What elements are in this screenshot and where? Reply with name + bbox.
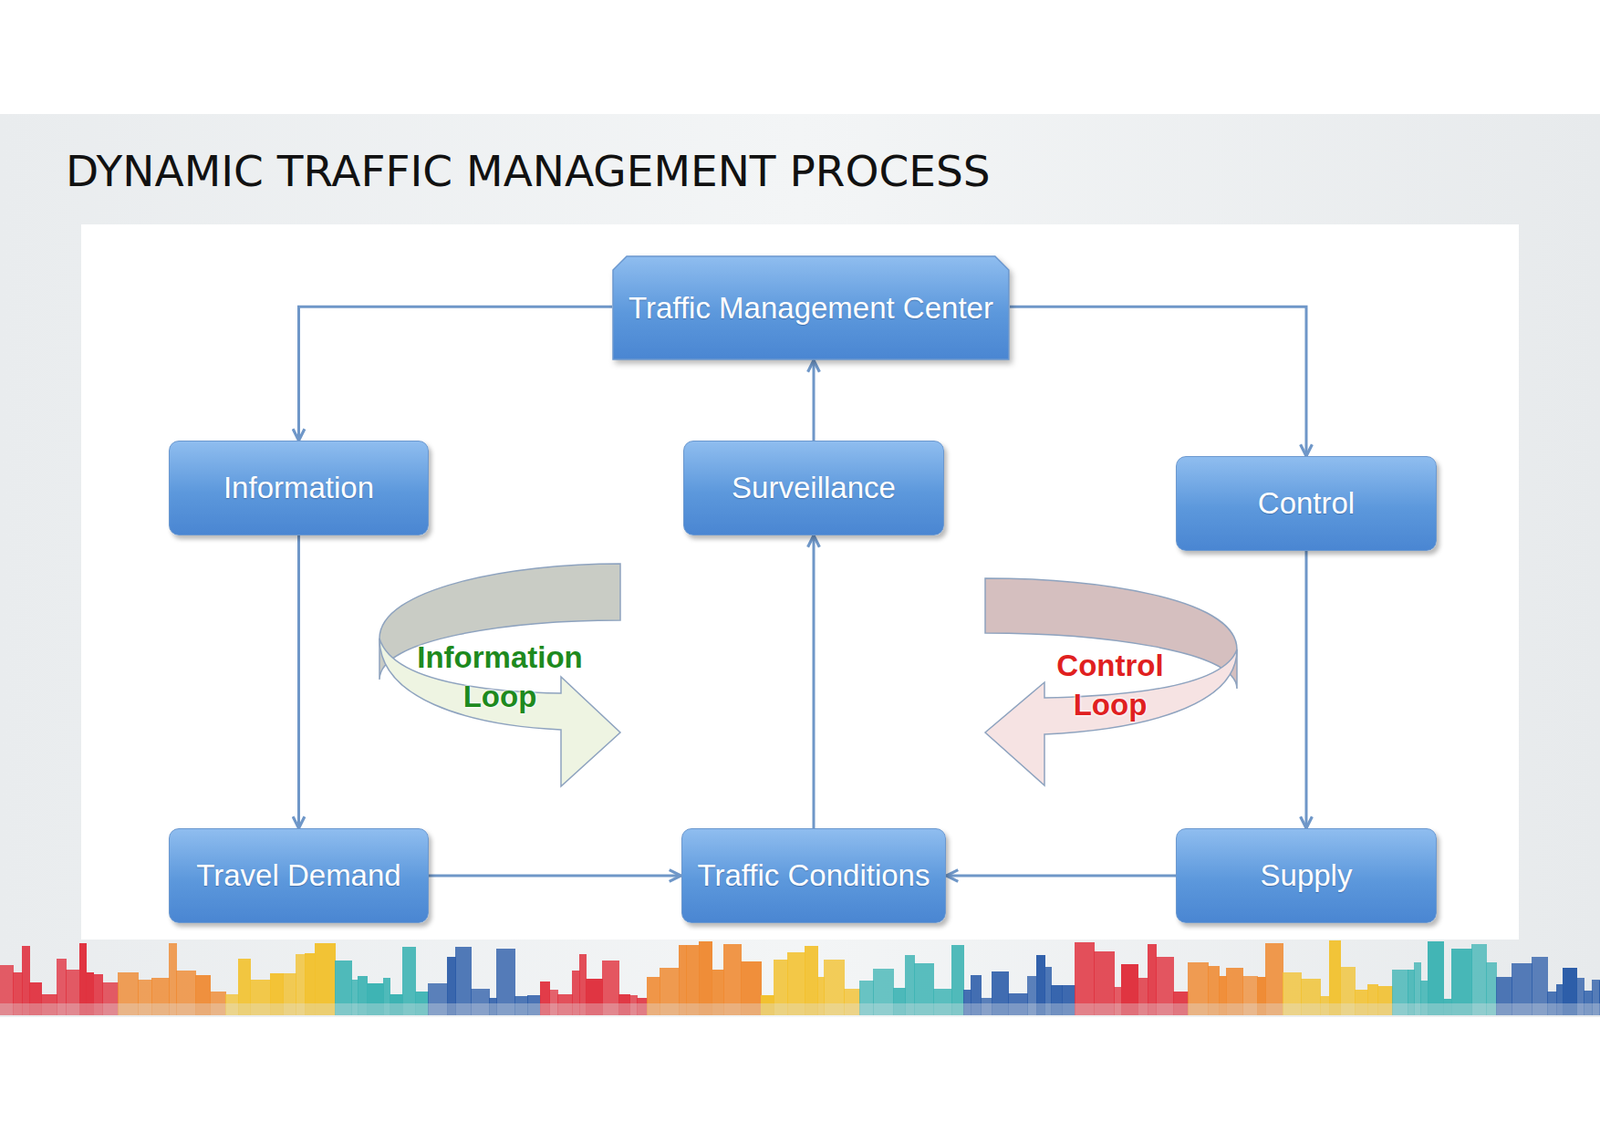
process-box: Information	[168, 440, 429, 536]
process-box: Traffic Conditions	[681, 828, 947, 924]
flow-arrow	[1305, 550, 1309, 829]
loop-label: Information Loop	[394, 638, 605, 717]
flow-arrow	[945, 874, 1176, 878]
box-label: Traffic Management Center	[628, 290, 994, 327]
box-label: Traffic Conditions	[697, 857, 931, 894]
loop-label: Control Loop	[1032, 646, 1188, 726]
information-loop-arrow	[379, 563, 621, 787]
center-box: Traffic Management Center	[612, 255, 1010, 361]
chamfered-box	[612, 256, 1009, 360]
process-box: Control	[1175, 456, 1437, 551]
process-box: Travel Demand	[168, 828, 429, 924]
flow-arrow	[297, 535, 301, 829]
box-label: Information	[223, 469, 375, 507]
flow-arrow	[812, 360, 816, 441]
flow-arrow	[299, 306, 613, 441]
slide-title: DYNAMIC TRAFFIC MANAGEMENT PROCESS	[65, 145, 991, 197]
box-label: Control	[1257, 485, 1355, 522]
skyline-band	[0, 940, 1600, 1016]
flow-arrow	[811, 535, 815, 829]
process-box: Supply	[1175, 828, 1437, 924]
skyline-base	[0, 1003, 1600, 1016]
diagram-panel	[81, 224, 1519, 940]
control-loop-arrow	[985, 578, 1237, 786]
slide-panel	[0, 114, 1600, 1018]
process-box: Surveillance	[683, 440, 945, 536]
box-label: Travel Demand	[196, 857, 401, 894]
flow-arrow	[428, 874, 682, 878]
box-label: Supply	[1260, 857, 1353, 894]
flow-arrow	[1009, 306, 1307, 457]
box-label: Surveillance	[731, 469, 896, 507]
ribbon-front	[379, 638, 621, 787]
